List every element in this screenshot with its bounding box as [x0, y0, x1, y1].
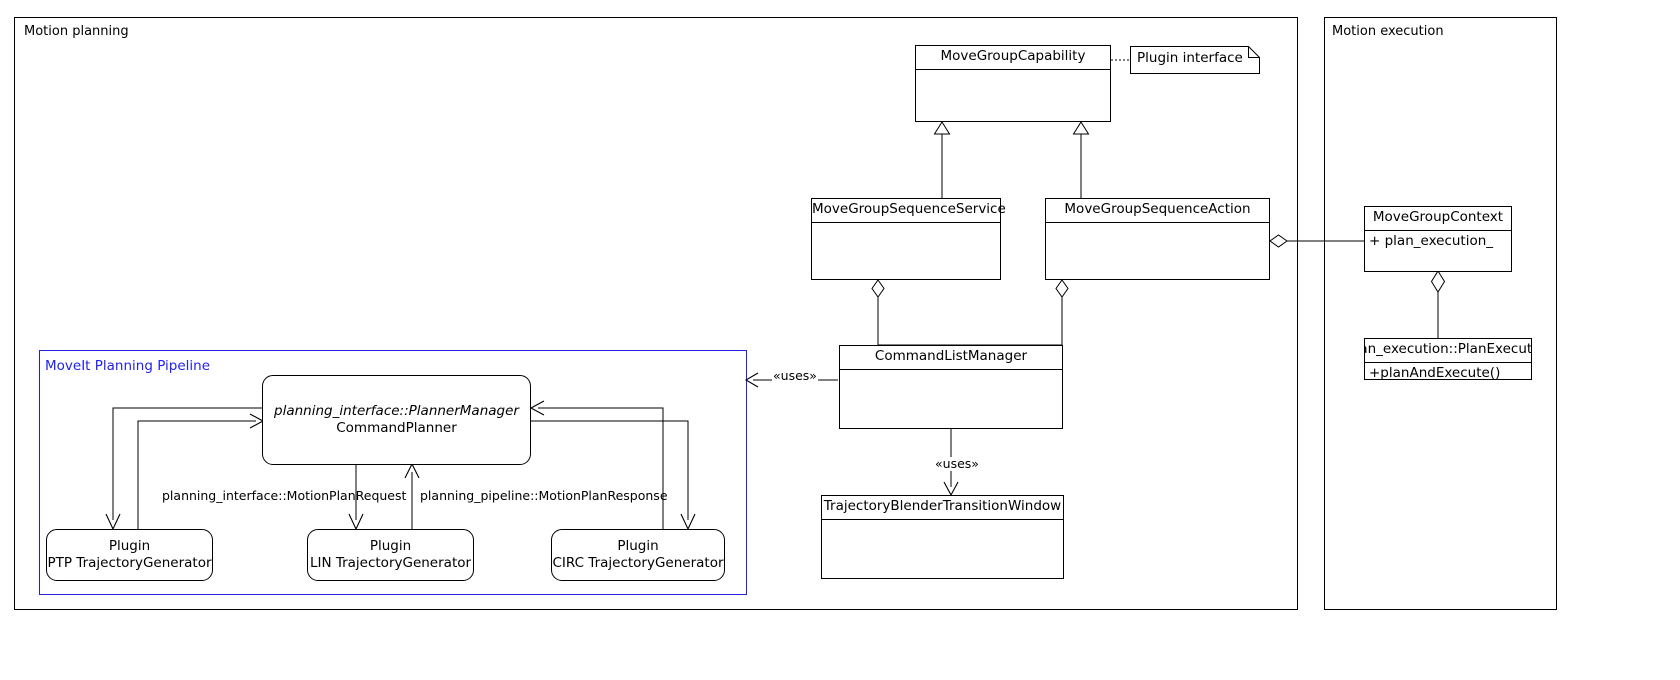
class-name-command-list-manager: CommandListManager: [840, 346, 1062, 370]
component-command-planner-stereotype: planning_interface::PlannerManager: [274, 402, 519, 419]
class-attributes-command-list-manager: [840, 370, 1062, 428]
package-moveit-planning-pipeline-label: MoveIt Planning Pipeline: [45, 358, 211, 374]
class-move-group-context[interactable]: MoveGroupContext + plan_execution_: [1364, 206, 1512, 272]
class-name-move-group-capability: MoveGroupCapability: [916, 46, 1110, 70]
class-attributes-move-group-sequence-action: [1046, 223, 1269, 279]
class-name-plan-execution: plan_execution::PlanExecution: [1365, 339, 1531, 363]
class-operations-plan-execution: +planAndExecute(): [1369, 364, 1501, 380]
class-trajectory-blender-transition-window[interactable]: TrajectoryBlenderTransitionWindow: [821, 495, 1064, 579]
class-command-list-manager[interactable]: CommandListManager: [839, 345, 1063, 429]
component-plugin-circ[interactable]: Plugin CIRC TrajectoryGenerator: [551, 529, 725, 581]
component-plugin-ptp-name: PTP TrajectoryGenerator: [47, 555, 212, 571]
class-attributes-move-group-capability: [916, 70, 1110, 121]
class-name-move-group-context: MoveGroupContext: [1365, 207, 1511, 231]
note-plugin-interface: Plugin interface: [1130, 46, 1260, 74]
class-attributes-move-group-context: + plan_execution_: [1369, 232, 1494, 249]
component-command-planner-name: CommandPlanner: [336, 420, 457, 436]
component-plugin-lin[interactable]: Plugin LIN TrajectoryGenerator: [307, 529, 474, 581]
component-plugin-ptp[interactable]: Plugin PTP TrajectoryGenerator: [46, 529, 213, 581]
class-move-group-capability[interactable]: MoveGroupCapability: [915, 45, 1111, 122]
edge-label-motion-plan-response: planning_pipeline::MotionPlanResponse: [420, 488, 668, 503]
class-name-move-group-sequence-service: MoveGroupSequenceService: [812, 199, 1006, 223]
class-attributes-move-group-sequence-service: [812, 223, 1000, 279]
class-name-trajectory-blender-transition-window: TrajectoryBlenderTransitionWindow: [822, 496, 1063, 520]
package-motion-execution: [1324, 17, 1557, 610]
edge-label-motion-plan-request: planning_interface::MotionPlanRequest: [162, 488, 407, 503]
edge-label-uses-pipeline: «uses»: [772, 368, 818, 383]
class-name-move-group-sequence-action: MoveGroupSequenceAction: [1046, 199, 1269, 223]
component-plugin-ptp-stereotype: Plugin: [108, 537, 151, 554]
package-motion-planning-label: Motion planning: [24, 24, 129, 39]
component-command-planner[interactable]: planning_interface::PlannerManager Comma…: [262, 375, 531, 465]
class-plan-execution[interactable]: plan_execution::PlanExecution +planAndEx…: [1364, 338, 1532, 380]
class-attributes-trajectory-blender-transition-window: [822, 520, 1063, 578]
note-plugin-interface-label: Plugin interface: [1137, 50, 1243, 66]
package-motion-execution-label: Motion execution: [1332, 24, 1444, 39]
edge-label-uses-blender: «uses»: [934, 456, 980, 471]
class-move-group-sequence-action[interactable]: MoveGroupSequenceAction: [1045, 198, 1270, 280]
package-moveit-planning-pipeline: [39, 350, 747, 595]
component-plugin-lin-stereotype: Plugin: [369, 537, 412, 554]
component-plugin-circ-stereotype: Plugin: [617, 537, 659, 554]
class-move-group-sequence-service[interactable]: MoveGroupSequenceService: [811, 198, 1006, 280]
component-plugin-lin-name: LIN TrajectoryGenerator: [309, 555, 472, 571]
package-motion-planning: [14, 17, 1298, 610]
component-plugin-circ-name: CIRC TrajectoryGenerator: [552, 555, 724, 571]
